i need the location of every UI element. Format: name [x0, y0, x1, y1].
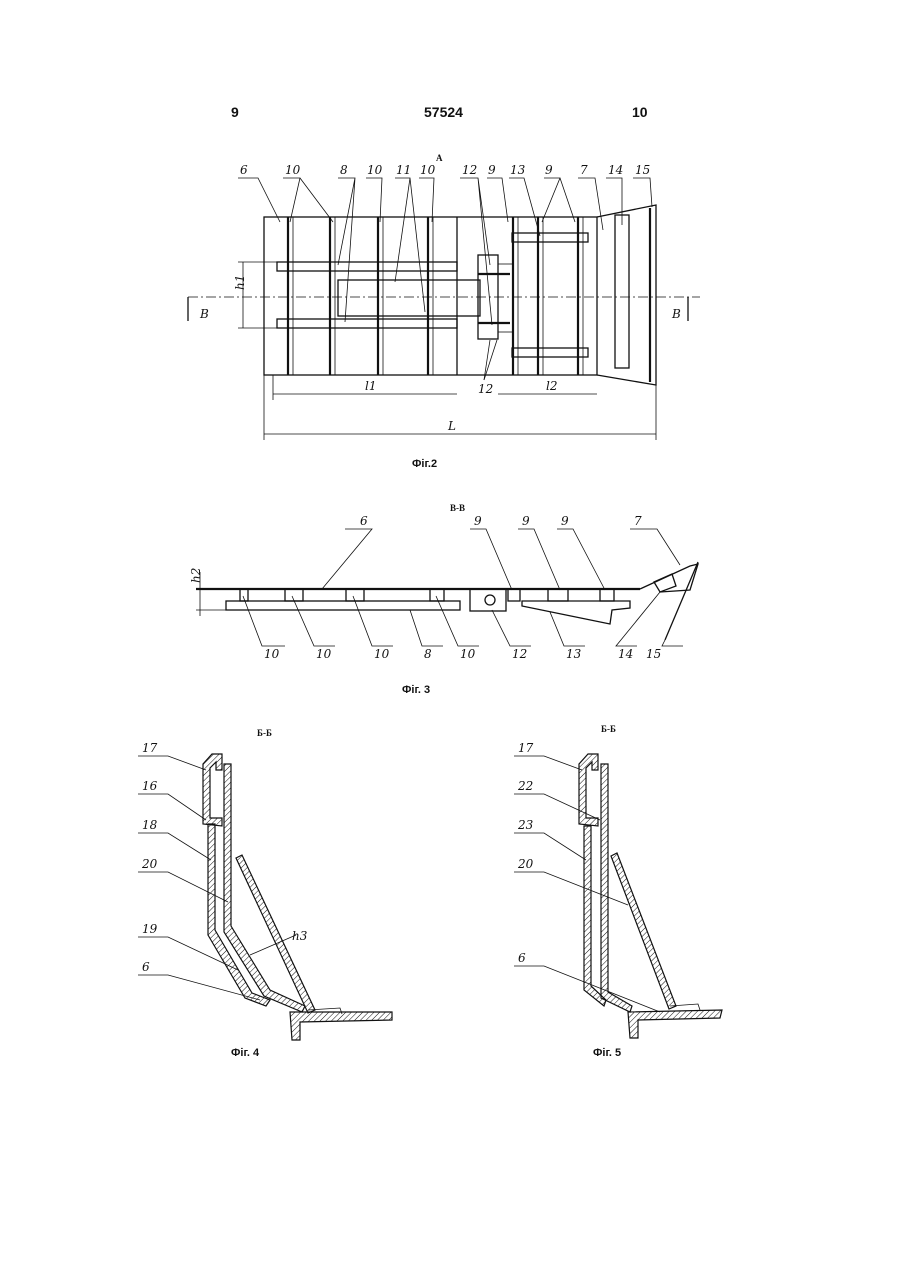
svg-text:17: 17 — [518, 741, 534, 755]
svg-text:22: 22 — [517, 779, 533, 793]
svg-text:20: 20 — [517, 857, 534, 871]
svg-text:23: 23 — [517, 818, 534, 832]
fig5-deck-6 — [628, 1010, 722, 1038]
fig5-cap-17 — [579, 754, 598, 826]
svg-text:6: 6 — [518, 951, 526, 965]
fig5-strut-20 — [611, 853, 676, 1009]
